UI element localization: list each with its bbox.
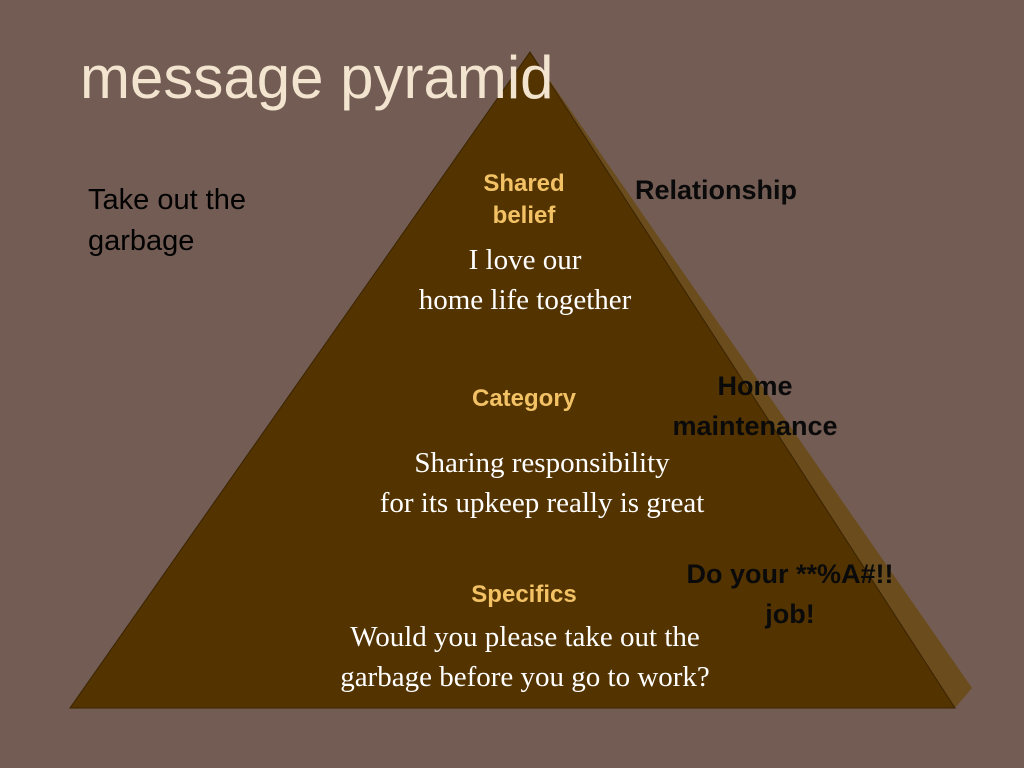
side-label-line: maintenance [672,411,838,441]
level-label-shared-belief: Shared belief [464,168,584,232]
side-label-line: Relationship [634,175,797,205]
side-label-line: Do your **%A#!! [686,559,894,589]
level-label-line: Specifics [471,581,577,608]
level-label-line: belief [492,202,556,229]
side-label-do-your-job: Do your **%A#!! job! [650,554,930,634]
side-note-line-1: Take out the [88,184,246,216]
pyramid-side-face [530,52,972,708]
level-text-line: I love our [468,244,582,276]
pyramid-front-face [69,51,956,709]
level-text-shared-belief: I love our home life together [385,240,665,320]
side-label-home-maintenance: Home maintenance [640,366,870,446]
level-text-category: Sharing responsibility for its upkeep re… [330,443,754,523]
level-label-specifics: Specifics [444,579,604,611]
level-text-line: garbage before you go to work? [340,661,710,693]
level-label-line: Shared [483,170,565,197]
level-label-line: Category [471,385,577,412]
level-text-line: Sharing responsibility [414,447,670,479]
level-text-line: Would you please take out the [350,621,700,653]
side-label-line: job! [765,599,815,629]
level-text-line: home life together [418,284,632,316]
level-text-line: for its upkeep really is great [379,487,705,519]
side-note-line-2: garbage [88,225,195,257]
side-label-relationship: Relationship [606,170,826,210]
side-label-line: Home [717,371,793,401]
level-label-category: Category [444,383,604,415]
level-text-specifics: Would you please take out the garbage be… [295,617,755,697]
side-note: Take out the garbage [88,180,308,262]
page-title: message pyramid [80,44,554,111]
